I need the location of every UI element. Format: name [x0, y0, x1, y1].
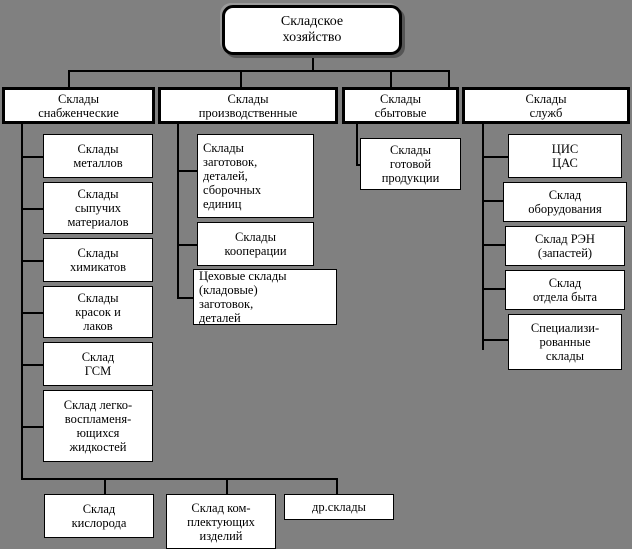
branch-node-supply[interactable]: Склады снабженческие — [2, 87, 155, 124]
leaf-node-components-warehouse-label: Склад ком- плектующих изделий — [187, 500, 255, 543]
leaf-node-sales-finished-products-label: Склады готовой продукции — [381, 143, 440, 185]
leaf-node-production-shop-storerooms-label: Цеховые склады (кладовые) заготовок, дет… — [199, 269, 287, 325]
leaf-node-services-welfare-department[interactable]: Склад отдела быта — [505, 270, 625, 310]
leaf-node-production-blanks-parts-assemblies-label: Склады заготовок, деталей, сборочных еди… — [203, 141, 262, 211]
connector-stub-services-5 — [482, 339, 508, 341]
connector-stub-services-2 — [482, 200, 508, 202]
leaf-node-other-warehouses[interactable]: др.склады — [284, 494, 394, 520]
leaf-node-services-cis-cas[interactable]: ЦИС ЦАС — [508, 134, 622, 178]
leaf-node-supply-flammable-liquids-label: Склад легко- воспламеня- ющихся жидкосте… — [63, 398, 133, 454]
connector-stub-services-4 — [482, 288, 508, 290]
leaf-node-services-specialized-label: Специализи- рованные склады — [530, 321, 600, 363]
branch-node-services[interactable]: Склады служб — [462, 87, 630, 124]
leaf-node-supply-chemicals[interactable]: Склады химикатов — [43, 238, 153, 282]
leaf-node-other-warehouses-label: др.склады — [312, 500, 366, 514]
connector-stub-production-3 — [177, 297, 197, 299]
leaf-node-oxygen-warehouse[interactable]: Склад кислорода — [44, 494, 154, 538]
leaf-node-supply-bulk-materials-label: Склады сыпучих материалов — [67, 187, 129, 229]
connector-stub-supply-2 — [21, 208, 43, 210]
connector-stub-supply-5 — [21, 364, 43, 366]
branch-node-production[interactable]: Склады производственные — [158, 87, 338, 124]
leaf-node-oxygen-warehouse-label: Склад кислорода — [71, 502, 127, 530]
leaf-node-production-cooperation-label: Склады кооперации — [224, 230, 287, 258]
connector-rail-supply — [21, 124, 23, 480]
leaf-node-services-spare-parts[interactable]: Склад РЭН (запастей) — [505, 226, 625, 266]
connector-drop-supply — [68, 70, 70, 87]
leaf-node-supply-metals-label: Склады металлов — [73, 142, 123, 170]
leaf-node-production-cooperation[interactable]: Склады кооперации — [197, 222, 314, 266]
root-node-label: Складское хозяйство — [280, 14, 344, 45]
connector-stub-supply-1 — [21, 156, 43, 158]
leaf-node-sales-finished-products[interactable]: Склады готовой продукции — [360, 138, 461, 190]
connector-drop-production — [240, 70, 242, 87]
leaf-node-services-equipment-label: Склад оборудования — [528, 188, 602, 216]
leaf-node-services-cis-cas-label: ЦИС ЦАС — [551, 142, 579, 170]
leaf-node-supply-chemicals-label: Склады химикатов — [69, 246, 127, 274]
branch-node-services-label: Склады служб — [525, 91, 567, 120]
leaf-node-supply-bulk-materials[interactable]: Склады сыпучих материалов — [43, 182, 153, 234]
connector-drop-bottom-2 — [226, 478, 228, 494]
root-node-warehouse-management[interactable]: Складское хозяйство — [222, 5, 402, 55]
leaf-node-components-warehouse[interactable]: Склад ком- плектующих изделий — [166, 494, 276, 549]
connector-stub-production-1 — [177, 170, 197, 172]
leaf-node-supply-paints-varnishes-label: Склады красок и лаков — [75, 291, 121, 333]
branch-node-production-label: Склады производственные — [198, 91, 298, 120]
connector-stub-supply-6 — [21, 426, 43, 428]
leaf-node-services-specialized[interactable]: Специализи- рованные склады — [508, 314, 622, 370]
branch-node-sales[interactable]: Склады сбытовые — [342, 87, 459, 124]
connector-rail-production — [177, 124, 179, 299]
connector-stub-production-2 — [177, 244, 197, 246]
connector-drop-sales — [390, 70, 392, 87]
connector-stub-services-3 — [482, 244, 508, 246]
leaf-node-supply-fuel[interactable]: Склад ГСМ — [43, 342, 153, 386]
leaf-node-supply-paints-varnishes[interactable]: Склады красок и лаков — [43, 286, 153, 338]
connector-drop-services — [448, 70, 450, 87]
leaf-node-services-equipment[interactable]: Склад оборудования — [503, 182, 627, 222]
branch-node-supply-label: Склады снабженческие — [38, 91, 119, 120]
leaf-node-services-welfare-department-label: Склад отдела быта — [532, 276, 598, 304]
connector-stub-services-1 — [482, 156, 508, 158]
connector-root-stem — [312, 55, 314, 71]
connector-stub-supply-3 — [21, 260, 43, 262]
connector-drop-bottom-1 — [104, 478, 106, 494]
connector-drop-bottom-3 — [336, 478, 338, 494]
connector-stub-supply-4 — [21, 312, 43, 314]
leaf-node-supply-fuel-label: Склад ГСМ — [81, 350, 115, 378]
connector-rail-sales — [356, 124, 358, 166]
leaf-node-supply-metals[interactable]: Склады металлов — [43, 134, 153, 178]
connector-bottom-bus — [21, 478, 338, 480]
connector-level2-bus — [68, 70, 450, 72]
leaf-node-production-blanks-parts-assemblies[interactable]: Склады заготовок, деталей, сборочных еди… — [197, 134, 314, 218]
leaf-node-production-shop-storerooms[interactable]: Цеховые склады (кладовые) заготовок, дет… — [193, 269, 337, 325]
branch-node-sales-label: Склады сбытовые — [374, 91, 427, 120]
leaf-node-supply-flammable-liquids[interactable]: Склад легко- воспламеня- ющихся жидкосте… — [43, 390, 153, 462]
leaf-node-services-spare-parts-label: Склад РЭН (запастей) — [535, 232, 595, 260]
connector-rail-services — [482, 124, 484, 350]
